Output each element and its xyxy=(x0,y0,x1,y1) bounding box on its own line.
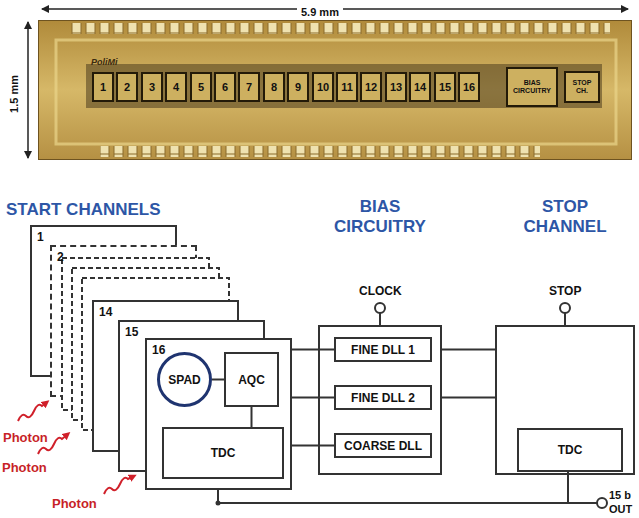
dll-box: FINE DLL 2 xyxy=(334,385,432,410)
block-heading: BIAS CIRCUITRY xyxy=(315,197,445,237)
channel-pad: 7 xyxy=(238,72,260,102)
block-label: 1 xyxy=(100,81,106,93)
connector xyxy=(212,379,224,381)
block-label: FINE DLL 2 xyxy=(351,391,415,405)
channel-card: 16SPAD AQC TDC xyxy=(145,338,292,490)
stop-box: STOP CHANNELTDC xyxy=(495,325,635,475)
channel-number: 14 xyxy=(99,305,112,319)
bias-box: BIAS CIRCUITRYFINE DLL 1FINE DLL 2COARSE… xyxy=(318,325,442,475)
block-label: TDC xyxy=(558,443,583,457)
bond-pads xyxy=(100,146,540,157)
block-label: 2 xyxy=(124,81,130,93)
photon-arrow xyxy=(18,402,47,421)
channel-pad: 13 xyxy=(385,72,407,102)
photon-label: Photon xyxy=(52,496,97,511)
block-label: 6 xyxy=(222,81,228,93)
channel-pad: 10 xyxy=(312,72,334,102)
connector xyxy=(292,349,334,351)
channel-pad: 1 xyxy=(92,72,114,102)
bias-block: BIAS CIRCUITRY xyxy=(506,67,558,107)
channel-band xyxy=(86,64,602,108)
block-label: BIAS CIRCUITRY xyxy=(508,79,556,95)
channel-pad: 8 xyxy=(263,72,285,102)
channel-pad: 9 xyxy=(287,72,309,102)
clock-wire xyxy=(379,313,381,325)
stop-wire xyxy=(564,313,566,325)
connector xyxy=(442,397,495,399)
block-label: 11 xyxy=(341,81,353,93)
channel-number: 15 xyxy=(125,325,138,339)
block-label: 16 xyxy=(463,81,475,93)
output-pin xyxy=(597,498,607,508)
channel-pad: 6 xyxy=(214,72,236,102)
block-label: STOP CH. xyxy=(566,79,598,95)
dimension-label: 1.5 mm xyxy=(8,72,20,116)
channel-pad: 2 xyxy=(116,72,138,102)
block-label: TDC xyxy=(211,446,236,460)
channel-number: 1 xyxy=(37,230,44,244)
channel-pad: 4 xyxy=(165,72,187,102)
block-label: 13 xyxy=(390,81,402,93)
block-label: SPAD xyxy=(168,373,200,387)
block-label: 12 xyxy=(365,81,377,93)
block-label: COARSE DLL xyxy=(344,439,422,453)
spad-circle: SPAD xyxy=(157,352,212,407)
chip-die xyxy=(38,20,632,160)
tdc-box: TDC xyxy=(162,427,284,479)
channel-pad: 3 xyxy=(141,72,163,102)
channel-pad: 5 xyxy=(190,72,212,102)
clock-pin xyxy=(375,303,385,313)
block-label: 9 xyxy=(295,81,301,93)
quench-box: AQC xyxy=(224,352,279,407)
output-label: 15 b xyxy=(609,489,631,501)
tdc-box: TDC xyxy=(517,428,623,472)
signal-name: CLOCK xyxy=(359,284,402,298)
block-label: 10 xyxy=(317,81,329,93)
block-label: 5 xyxy=(198,81,204,93)
dimension-line xyxy=(27,22,29,158)
block-label: 3 xyxy=(149,81,155,93)
block-heading: STOP CHANNEL xyxy=(500,197,630,237)
signal-name: STOP xyxy=(549,284,581,298)
connector xyxy=(442,349,495,351)
junction-dot xyxy=(216,501,221,506)
channel-pad: 16 xyxy=(458,72,480,102)
section-heading: START CHANNELS xyxy=(6,200,161,220)
channel-pad: 15 xyxy=(434,72,456,102)
channel-pad: 14 xyxy=(409,72,431,102)
block-label: 14 xyxy=(414,81,426,93)
bond-pads xyxy=(70,23,610,34)
stop-pin xyxy=(560,303,570,313)
block-label: 15 xyxy=(439,81,451,93)
connector xyxy=(292,397,334,399)
photon-arrow xyxy=(104,476,134,494)
output-label: OUT xyxy=(609,503,632,515)
stop-block: STOP CH. xyxy=(564,71,600,103)
connector xyxy=(251,407,253,427)
dimension-label: 5.9 mm xyxy=(297,6,343,18)
chip-die: PoliMi12345678910111213141516BIAS CIRCUI… xyxy=(38,20,632,160)
channel-pad: 11 xyxy=(336,72,358,102)
metal-trace xyxy=(56,40,616,144)
channel-number: 16 xyxy=(152,343,165,357)
block-label: 4 xyxy=(173,81,179,93)
dll-box: FINE DLL 1 xyxy=(334,337,432,362)
photon-label: Photon xyxy=(2,460,47,475)
block-label: AQC xyxy=(238,373,265,387)
channel-number: 2 xyxy=(57,250,64,264)
block-label: FINE DLL 1 xyxy=(351,343,415,357)
block-label: 7 xyxy=(246,81,252,93)
logo-text: PoliMi xyxy=(91,57,118,67)
connector xyxy=(292,445,334,447)
channel-pad: 12 xyxy=(360,72,382,102)
dll-box: COARSE DLL xyxy=(334,433,432,458)
photon-label: Photon xyxy=(3,430,48,445)
block-label: 8 xyxy=(271,81,277,93)
